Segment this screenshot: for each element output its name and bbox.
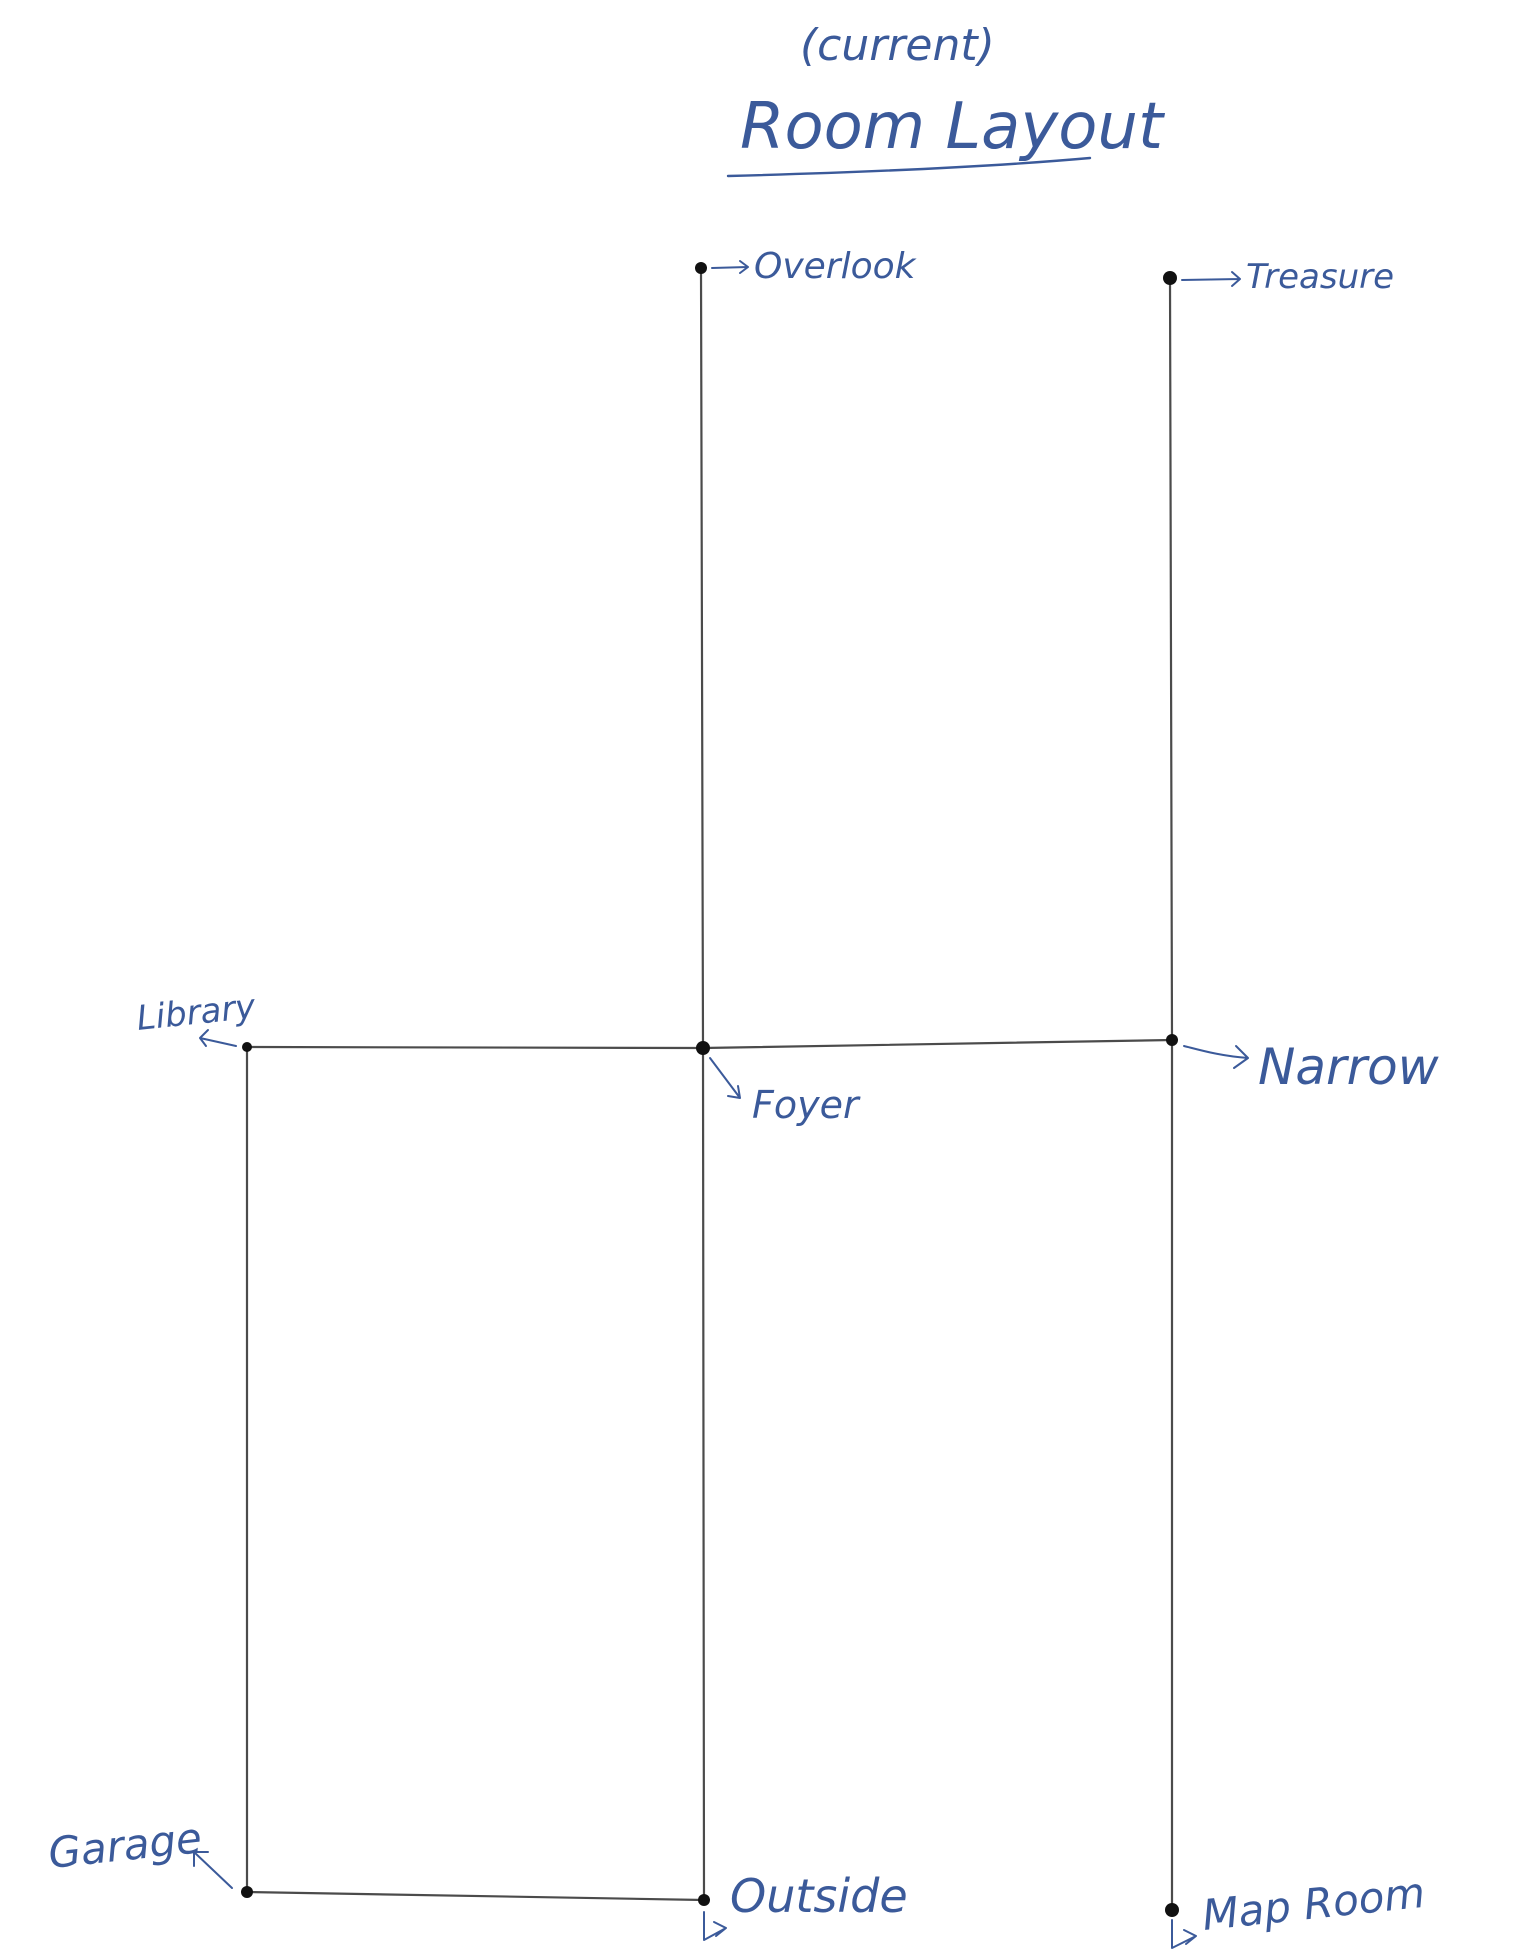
arrow-foyer-icon: [709, 1057, 741, 1099]
subtitle: (current): [800, 20, 995, 71]
arrow-treasure-icon: [1181, 271, 1241, 287]
edge-foyer-narrow: [701, 1038, 1174, 1050]
arrow-library-icon: [199, 1029, 237, 1047]
title-underline: [726, 156, 1092, 178]
edge-foyer-outside: [701, 1046, 706, 1902]
arrow-narrow-icon: [1183, 1045, 1249, 1069]
label-foyer: Foyer: [752, 1083, 861, 1127]
node-library: [242, 1042, 252, 1052]
label-treasure: Treasure: [1246, 257, 1394, 297]
label-maproom: Map Room: [1200, 1868, 1427, 1940]
node-overlook: [695, 262, 707, 274]
node-treasure: [1163, 271, 1177, 285]
edge-treasure-narrow: [1168, 276, 1174, 1042]
arrow-outside-icon: [703, 1911, 727, 1941]
arrow-overlook-icon: [711, 260, 749, 274]
label-narrow: Narrow: [1258, 1038, 1439, 1096]
edge-garage-outside: [245, 1890, 706, 1902]
edge-overlook-foyer: [699, 266, 705, 1050]
page-title: Room Layout: [740, 90, 1166, 164]
edge-library-foyer: [245, 1045, 705, 1050]
arrow-garage-icon: [193, 1851, 233, 1889]
node-maproom: [1165, 1903, 1179, 1917]
node-foyer: [696, 1041, 710, 1055]
node-outside: [698, 1894, 710, 1906]
node-narrow: [1166, 1034, 1178, 1046]
label-outside: Outside: [730, 1869, 908, 1923]
arrow-maproom-icon: [1171, 1919, 1197, 1949]
label-garage: Garage: [46, 1813, 204, 1878]
label-overlook: Overlook: [754, 246, 918, 287]
label-library: Library: [135, 987, 258, 1039]
node-garage: [241, 1886, 253, 1898]
